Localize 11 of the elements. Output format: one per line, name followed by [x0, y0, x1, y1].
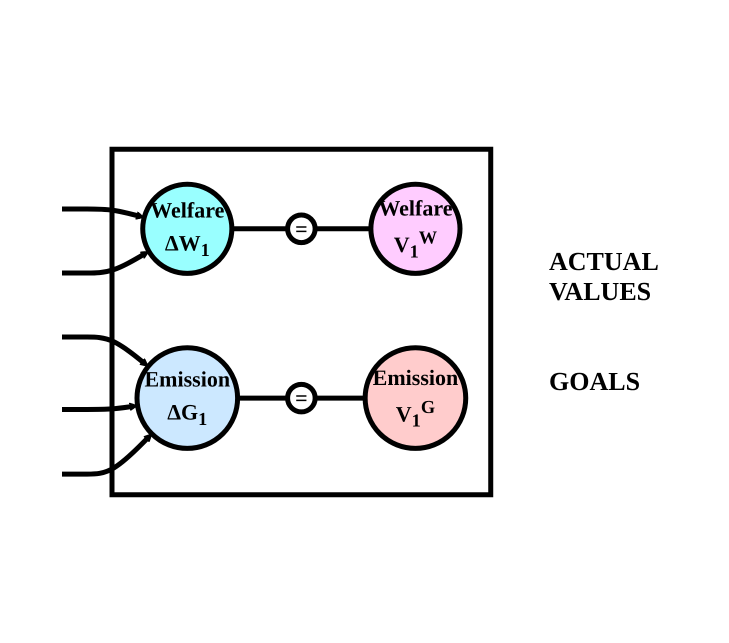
- arrow: [62, 432, 152, 476]
- node-circle: =: [285, 212, 318, 245]
- group-label: GOALS: [549, 366, 642, 396]
- arrow: [62, 334, 149, 366]
- group-label: ACTUAL VALUES: [549, 246, 659, 306]
- node-circle: =: [285, 381, 318, 414]
- connector: [315, 226, 371, 231]
- arrow: [62, 250, 150, 276]
- cluster: [110, 146, 494, 497]
- node-circle: Emission ΔG$_{1}$: [134, 344, 240, 450]
- node-circle: Welfare ΔW$_{1}$: [140, 181, 234, 276]
